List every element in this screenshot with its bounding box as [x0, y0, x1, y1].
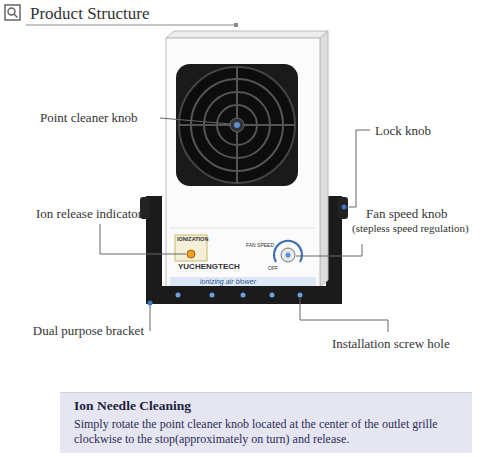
leader-line	[349, 130, 370, 207]
lock-knob	[338, 197, 348, 219]
indicator-lamp	[187, 250, 195, 258]
housing-front	[166, 38, 320, 287]
title-icon	[5, 5, 20, 20]
brand-name: YUCHENGTECH	[178, 263, 240, 271]
panel-marking: IONIZATION	[177, 237, 208, 243]
part-label: Dual purpose bracket	[33, 323, 144, 339]
housing-side	[320, 31, 328, 287]
part-note: (stepless speed regulation)	[352, 222, 469, 235]
grille-frame	[176, 64, 298, 186]
screw-hole	[298, 293, 303, 298]
cleaner-knob	[230, 118, 244, 132]
icon-lens	[8, 8, 15, 15]
marker-dot	[148, 301, 153, 306]
speed-scale	[274, 241, 302, 262]
part-label: Installation screw hole	[332, 336, 450, 352]
rule-end	[234, 23, 238, 27]
leader-line	[150, 304, 151, 331]
model-band	[170, 277, 316, 286]
screw-hole	[270, 293, 275, 298]
leader-lines	[100, 118, 388, 332]
marker-dot	[342, 205, 347, 210]
leader-line	[296, 244, 362, 256]
title-rule	[26, 25, 236, 26]
part-label: Point cleaner knob	[40, 110, 137, 126]
marker-dot	[286, 253, 291, 258]
part-label: Ion release indicator	[36, 206, 142, 222]
icon-handle	[14, 14, 18, 18]
panel-marking: FAN SPEED	[246, 243, 274, 248]
part-label: Fan speed knob	[366, 206, 448, 222]
leader-line	[300, 298, 388, 332]
screw-hole	[241, 293, 246, 298]
note-box: Ion Needle CleaningSimply rotate the poi…	[60, 392, 472, 453]
speed-knob	[281, 248, 295, 262]
housing-top	[166, 31, 328, 38]
bracket-foot	[146, 286, 342, 304]
fan-opening	[179, 67, 295, 183]
icon-frame	[5, 5, 20, 20]
note-heading: Ion Needle Cleaning	[74, 398, 460, 415]
leader-line	[160, 118, 231, 124]
model-name: ionizing air blower	[200, 278, 256, 285]
panel-marking: OFF	[268, 266, 278, 271]
leader-line	[100, 224, 186, 254]
note-body: Simply rotate the point cleaner knob loc…	[74, 417, 460, 447]
screw-hole	[210, 293, 215, 298]
panel-seam	[170, 228, 316, 229]
part-label: Lock knob	[375, 123, 431, 139]
screw-hole	[176, 293, 181, 298]
marker-dot	[234, 122, 240, 128]
page-title: Product Structure	[30, 4, 149, 24]
